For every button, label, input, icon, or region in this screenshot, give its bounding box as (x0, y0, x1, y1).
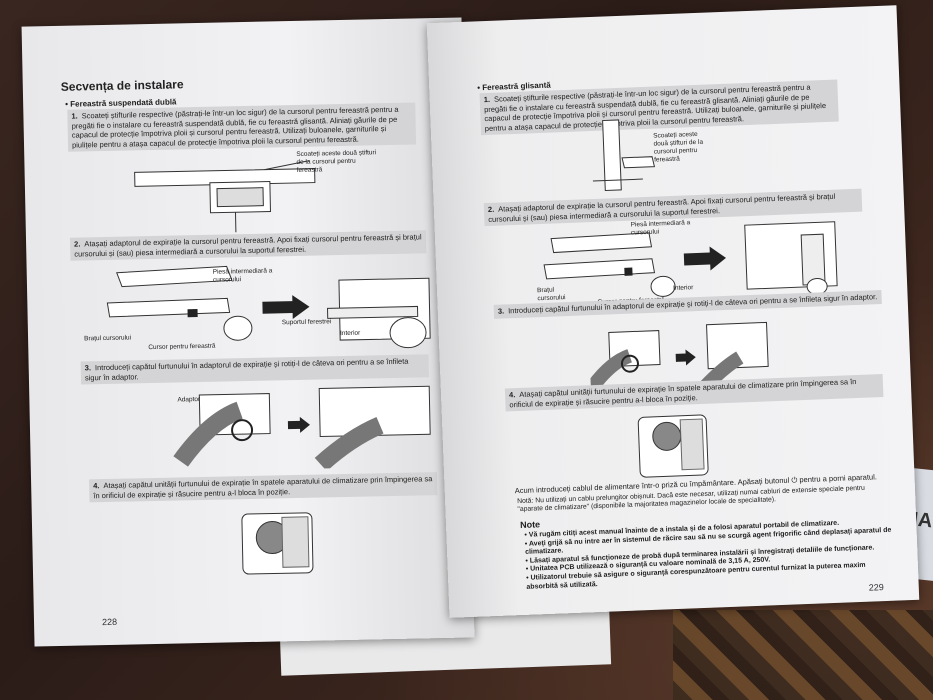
rug (673, 610, 933, 700)
diagram-step-3 (173, 385, 431, 472)
diagram-step-2 (106, 265, 431, 349)
page-number: 229 (868, 582, 884, 593)
notes-list: • Vă rugăm citiți acest manual înainte d… (524, 518, 896, 592)
step-1: 1.Scoateți știfturile respective (păstra… (67, 102, 417, 152)
page-number: 228 (101, 616, 118, 628)
label-interior: Interior (339, 329, 361, 338)
step-2: 2.Atașați adaptorul de expirație la curs… (69, 230, 427, 261)
diagram-step-4 (637, 414, 709, 478)
diagram-step-4 (241, 512, 314, 575)
label-interior: Interior (672, 284, 694, 292)
right-page: • Fereastră glisantă 1.Scoateți știfturi… (426, 5, 920, 618)
diagram-step-1 (134, 160, 316, 233)
label-intermediate: Piesă intermediară a cursorului (630, 219, 691, 237)
notes-title: Note (519, 519, 541, 531)
label-intermediate: Piesă intermediară a cursorului (212, 267, 273, 284)
left-page: Secvența de instalare • Fereastră suspen… (21, 17, 475, 647)
label-remove-pins: Scoateți aceste două știfturi de la curs… (296, 149, 377, 174)
step-4: 4.Atașați capătul unității furtunului de… (89, 472, 438, 503)
label-arm: Brațul cursorului (84, 334, 132, 343)
page-title: Secvența de instalare (60, 77, 184, 94)
diagram-step-1 (592, 119, 656, 192)
label-remove-pins: Scoateți aceste două știfturi de la curs… (653, 130, 704, 164)
label-arm: Brațul cursorului (536, 286, 566, 303)
label-adapter: Adaptor (177, 396, 201, 404)
label-support: Suportul ferestrei (281, 318, 332, 327)
